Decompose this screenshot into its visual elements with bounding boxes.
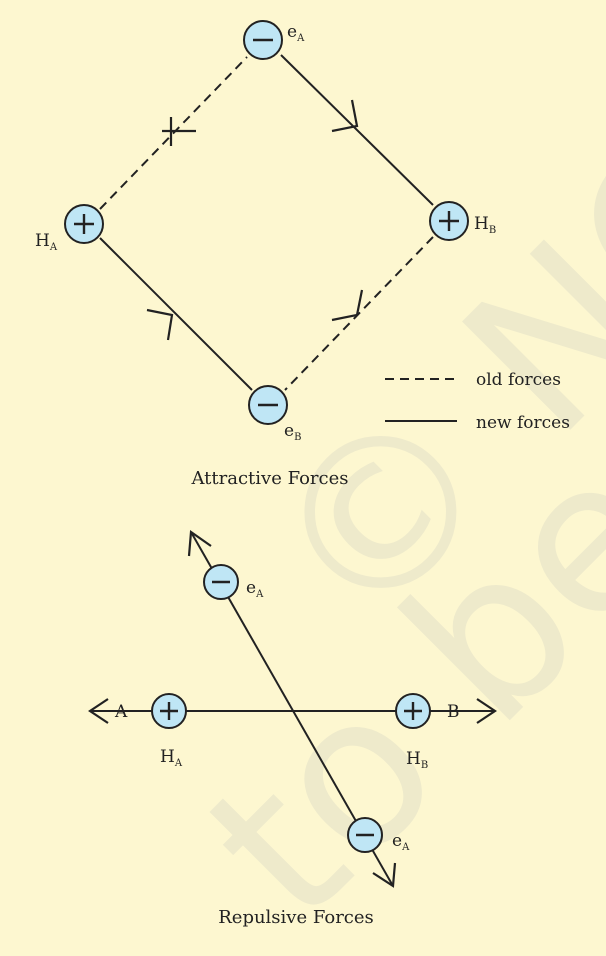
arrowhead-e-top [187,530,212,557]
label-end-a: A [114,702,128,722]
arrowhead-ha-ea [162,117,173,133]
arrowhead-right-b [476,698,497,724]
repulsive-forces-panel: eA A B HA HB eA Repulsive Forces [88,530,497,928]
label-e-top: eA [246,578,264,600]
arrowhead-ea-hb [331,99,359,133]
proton-ha [64,204,104,244]
caption-repulsive: Repulsive Forces [218,907,374,928]
arrowhead-hb-eb [331,289,364,322]
proton-hb-repulsive [395,693,431,729]
electron-bottom [347,817,383,853]
proton-hb [429,201,469,241]
attractive-forces-panel: eA HA HB eB old forces new forces Attrac… [35,20,570,489]
arrowhead-e-bottom [372,862,397,888]
label-ha-repulsive: HA [160,747,183,769]
old-force-hb-eb [284,236,434,391]
arrowhead-left-a [88,698,109,724]
old-force-ha-ea [99,56,248,210]
label-ea: eA [287,22,305,44]
electron-ea [243,20,283,60]
electron-top [203,564,239,600]
label-e-bottom: eA [392,831,410,853]
label-eb: eB [284,421,301,443]
arrowhead-ha-ea-tail [169,129,196,146]
watermark: © NC to be [162,92,606,956]
new-force-ha-eb [99,237,253,391]
electron-eb [248,385,288,425]
label-hb-repulsive: HB [406,749,428,771]
caption-attractive: Attractive Forces [190,468,348,489]
legend-new-label: new forces [476,413,570,433]
label-hb: HB [474,214,496,236]
legend-old-label: old forces [476,370,561,390]
new-force-ea-hb [280,54,434,206]
label-ha: HA [35,231,58,253]
arrowhead-ha-eb [146,308,174,341]
label-end-b: B [447,702,460,722]
proton-ha-repulsive [151,693,187,729]
legend: old forces new forces [385,370,570,433]
